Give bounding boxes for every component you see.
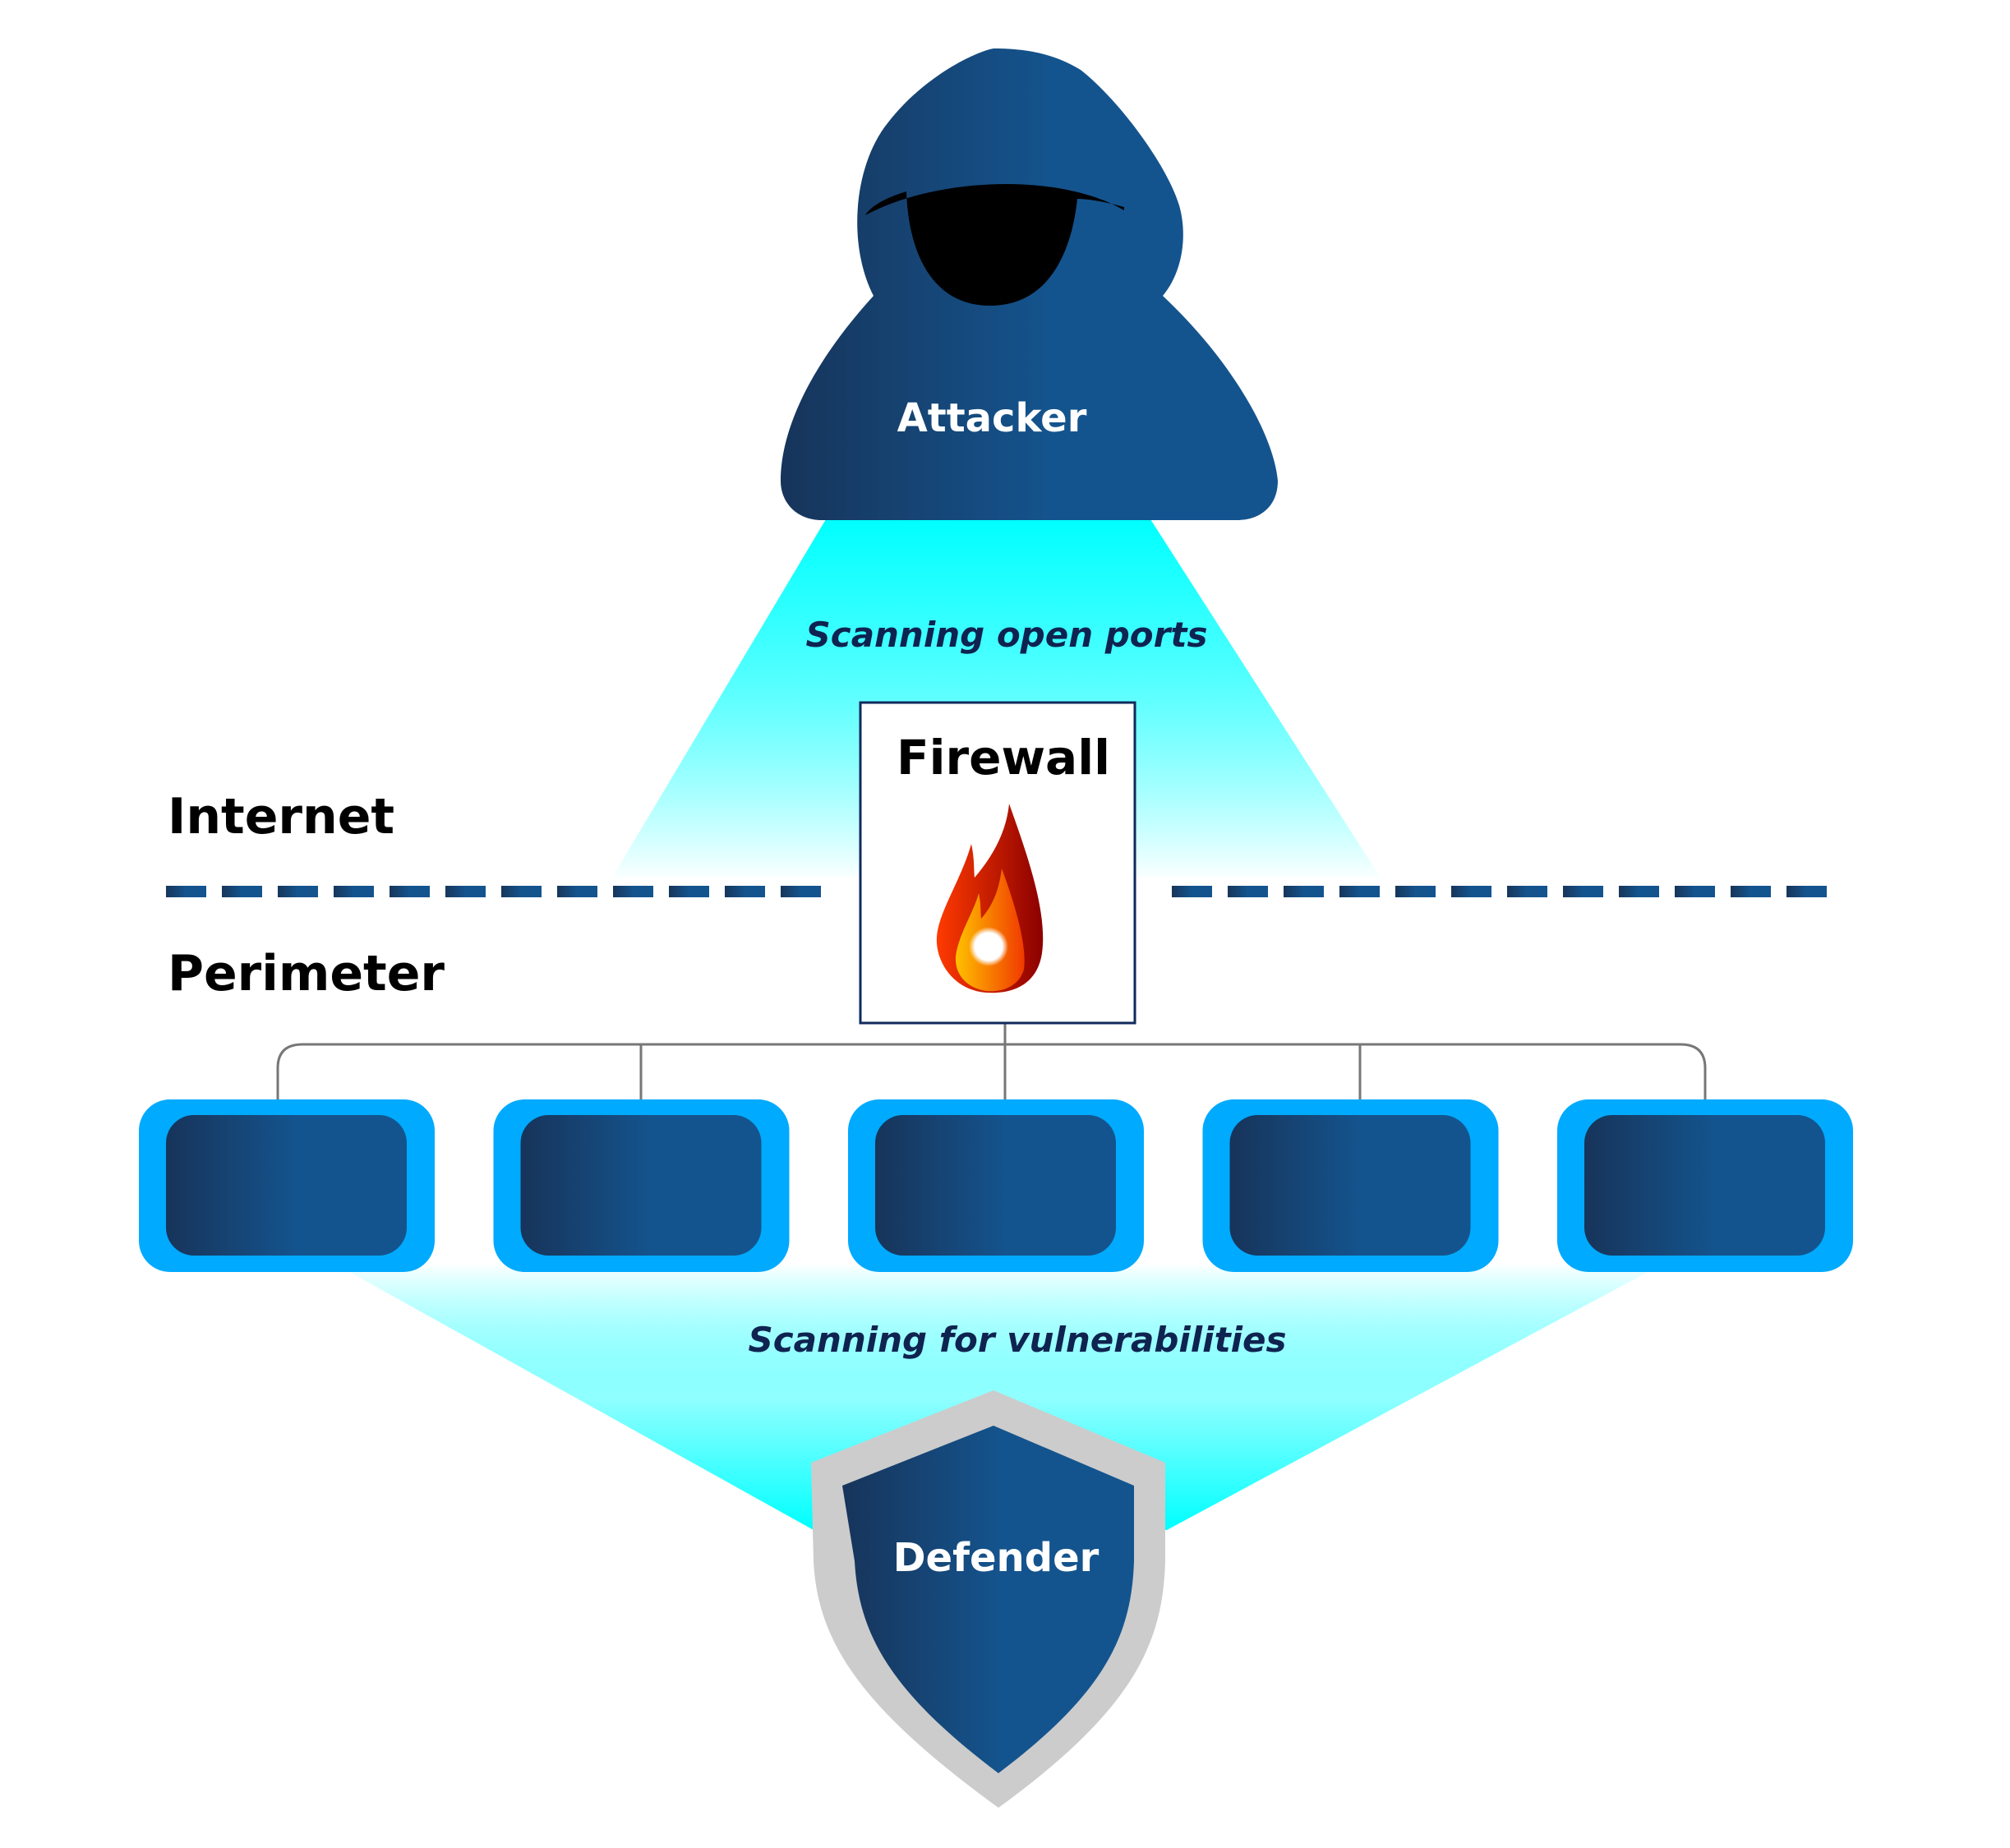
boundary-dash <box>1675 886 1715 897</box>
boundary-dash <box>1339 886 1380 897</box>
host-screen <box>1584 1115 1825 1256</box>
face-shadow-icon <box>865 184 1124 306</box>
boundary-dash <box>1786 886 1827 897</box>
host-screen <box>875 1115 1116 1256</box>
boundary-dash <box>781 886 821 897</box>
boundary-dash <box>1619 886 1659 897</box>
host-row <box>139 1099 1853 1272</box>
boundary-dash <box>669 886 709 897</box>
defender-node[interactable]: Defender <box>811 1390 1165 1808</box>
host-screen <box>520 1115 762 1256</box>
boundary-dash <box>1507 886 1547 897</box>
boundary-dash <box>278 886 318 897</box>
host-node[interactable] <box>493 1099 790 1272</box>
host-screen <box>166 1115 407 1256</box>
host-screen <box>1229 1115 1471 1256</box>
boundary-dash <box>222 886 262 897</box>
boundary-dash <box>1228 886 1268 897</box>
scan-bottom-label: Scanning for vulnerabilities <box>748 1320 1286 1360</box>
zone-label-perimeter: Perimeter <box>168 945 445 1002</box>
connector-bus <box>276 1043 1707 1099</box>
connector-tree <box>276 1014 1707 1099</box>
flame-icon <box>936 804 1044 993</box>
boundary-dash <box>1172 886 1212 897</box>
scan-beam-top <box>612 519 1381 878</box>
boundary-dash <box>557 886 597 897</box>
boundary-dash <box>613 886 653 897</box>
attacker-label: Attacker <box>897 395 1087 441</box>
attacker-node[interactable]: Attacker <box>781 48 1278 520</box>
boundary-dash <box>1731 886 1771 897</box>
host-node[interactable] <box>1557 1099 1853 1272</box>
boundary-dash <box>1451 886 1491 897</box>
firewall-node[interactable]: Firewall <box>859 701 1136 1025</box>
boundary-dash <box>334 886 374 897</box>
boundary-dash <box>501 886 542 897</box>
host-node[interactable] <box>139 1099 435 1272</box>
firewall-label: Firewall <box>897 730 1110 786</box>
boundary-dash <box>725 886 765 897</box>
boundary-dash <box>445 886 486 897</box>
defender-label: Defender <box>893 1535 1100 1581</box>
boundary-dash <box>1284 886 1324 897</box>
boundary-dash <box>1395 886 1436 897</box>
zone-label-internet: Internet <box>168 788 394 846</box>
network-boundary-line <box>166 886 1827 897</box>
host-node[interactable] <box>1202 1099 1499 1272</box>
shield-icon <box>842 1426 1134 1773</box>
host-node[interactable] <box>848 1099 1144 1272</box>
boundary-dash <box>390 886 430 897</box>
boundary-dash <box>166 886 206 897</box>
boundary-dash <box>1563 886 1603 897</box>
scan-top-label: Scanning open ports <box>806 615 1208 655</box>
